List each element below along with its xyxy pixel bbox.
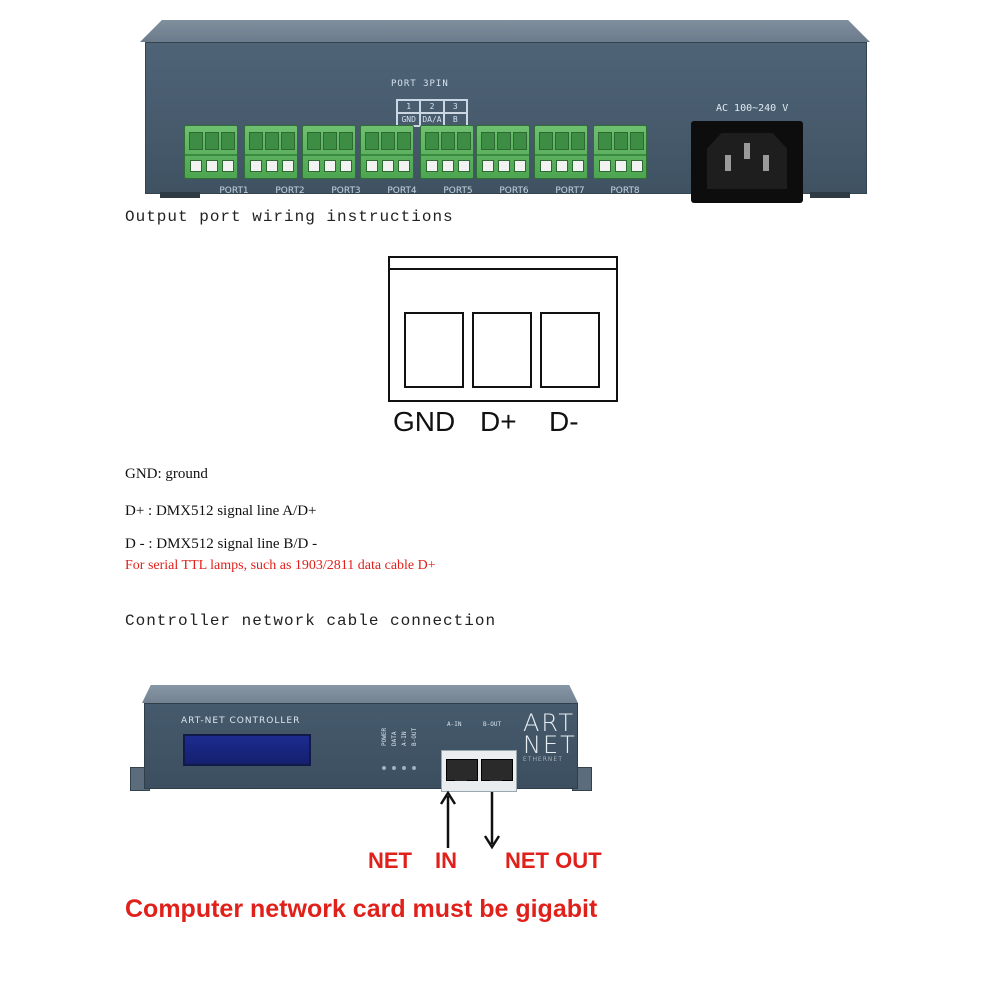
rj45-label-a-in: A-IN [447,721,462,728]
legend-gnd: GND: ground [125,466,208,482]
rear-panel-photo: PORT 3PIN 1 2 3 GND DA/A B PORT1 PORT2 P… [140,20,870,203]
gigabit-notice: Computer network card must be gigabit [125,895,598,923]
net-out-label: NET OUT [505,848,602,873]
led-power [382,766,386,770]
led-label-b-out: B-OUT [411,727,418,746]
led-label-data: DATA [391,731,398,746]
port-label: PORT4 [387,186,417,196]
rj45-port-a-in [446,759,478,781]
lcd-display [183,734,311,766]
device-foot [810,192,850,198]
legend-dminus: D - : DMX512 signal line B/D - [125,536,318,552]
led-label-a-in: A-IN [401,731,408,746]
pin-number: 1 [397,100,421,113]
logo-line-net: NET [523,731,577,759]
pin-number: 3 [443,100,467,113]
pin-number: 2 [420,100,444,113]
pin-assignment-table: 1 2 3 GND DA/A B [396,99,468,127]
terminal-block-port7 [534,125,588,179]
net-in-label-in: IN [435,848,457,873]
port-label: PORT5 [443,186,473,196]
terminal-block-port5 [420,125,474,179]
connector-label-dplus: D+ [480,406,517,437]
artnet-logo: ART NET ETHERNET [523,709,583,764]
led-b-out [412,766,416,770]
terminal-block-port6 [476,125,530,179]
front-top-cover [142,685,578,703]
connector-diagram [388,256,618,402]
arrow-up-icon [439,790,457,848]
terminal-block-port1 [184,125,238,179]
device-foot [160,192,200,198]
connector-label-dminus: D- [549,406,579,437]
wiring-instructions-heading: Output port wiring instructions [125,208,454,226]
led-a-in [402,766,406,770]
led-data [392,766,396,770]
connector-slot-dminus [540,312,600,388]
port-label: PORT6 [499,186,529,196]
rear-panel-face: PORT 3PIN 1 2 3 GND DA/A B PORT1 PORT2 P… [145,42,867,203]
terminal-block-port3 [302,125,356,179]
led-label-power: POWER [381,727,388,746]
controller-title: ART-NET CONTROLLER [181,716,301,726]
port-header-label: PORT 3PIN [391,79,449,89]
rj45-port-block [441,750,517,792]
arrow-down-icon [483,792,501,850]
terminal-block-port4 [360,125,414,179]
power-input-label: AC 100~240 V [716,103,789,114]
logo-sub-ethernet: ETHERNET [523,756,563,763]
rj45-port-b-out [481,759,513,781]
connector-slot-gnd [404,312,464,388]
connector-top-line [390,268,616,270]
connector-label-gnd: GND [393,406,456,437]
port-label: PORT2 [275,186,305,196]
port-label: PORT7 [555,186,585,196]
net-arrows [439,790,501,850]
logo-line-art: ART [523,709,576,737]
net-in-label-net: NET [368,848,412,873]
legend-dplus: D+ : DMX512 signal line A/D+ [125,503,317,519]
connector-slot-dplus [472,312,532,388]
rj45-label-b-out: B-OUT [483,721,502,728]
terminal-block-port8 [593,125,647,179]
port-label: PORT1 [219,186,249,196]
terminal-block-port2 [244,125,298,179]
rear-panel-top-cover [140,20,870,42]
ac-power-socket [691,121,803,203]
front-panel-photo: ART-NET CONTROLLER POWER DATA A-IN B-OUT… [130,685,592,793]
port-label: PORT3 [331,186,361,196]
legend-ttl-note: For serial TTL lamps, such as 1903/2811 … [125,558,436,573]
port-label: PORT8 [610,186,640,196]
front-panel-face: ART-NET CONTROLLER POWER DATA A-IN B-OUT… [144,703,578,792]
network-connection-heading: Controller network cable connection [125,612,497,630]
ac-socket-insert [707,133,787,189]
